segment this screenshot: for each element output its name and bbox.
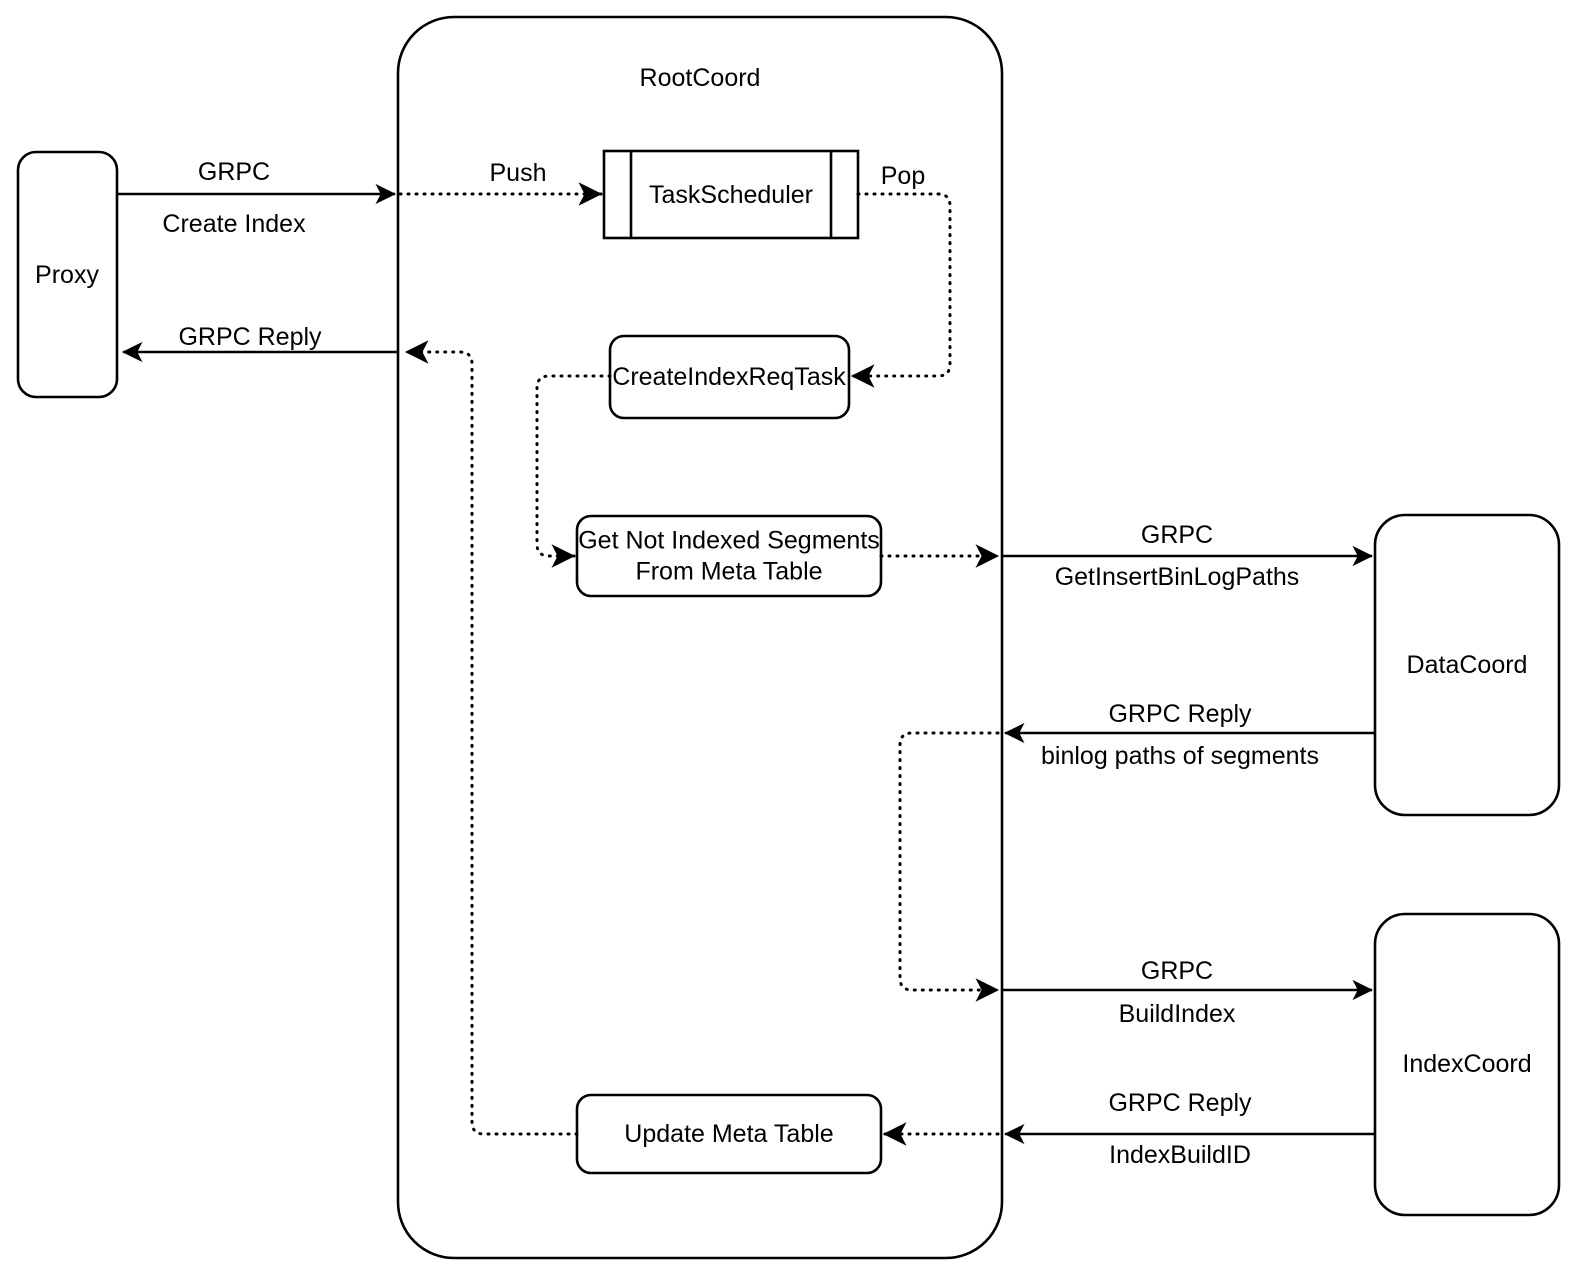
index-coord-shape xyxy=(1373,912,1561,1217)
create-index-req-task-node[interactable] xyxy=(610,336,849,418)
data-coord-shape xyxy=(1373,513,1561,817)
task-scheduler-node[interactable] xyxy=(604,151,858,238)
edge-createindexreqtask-to-getsegments xyxy=(535,374,612,568)
rootcoord-container-shape xyxy=(396,15,1004,1260)
edge-updatemetatable-to-grpcreply xyxy=(404,340,579,1136)
edge-binlogreply-to-buildindex xyxy=(898,731,1000,1002)
index-coord-node[interactable] xyxy=(1375,914,1559,1215)
proxy-node[interactable] xyxy=(18,152,117,397)
data-coord-node[interactable] xyxy=(1375,515,1559,815)
task-scheduler-shape xyxy=(602,149,860,240)
get-not-indexed-segments-node[interactable] xyxy=(577,516,881,596)
edge-pop-to-createindexreqtask xyxy=(850,192,952,388)
proxy-shape xyxy=(16,150,119,399)
update-meta-table-node[interactable] xyxy=(577,1095,881,1173)
